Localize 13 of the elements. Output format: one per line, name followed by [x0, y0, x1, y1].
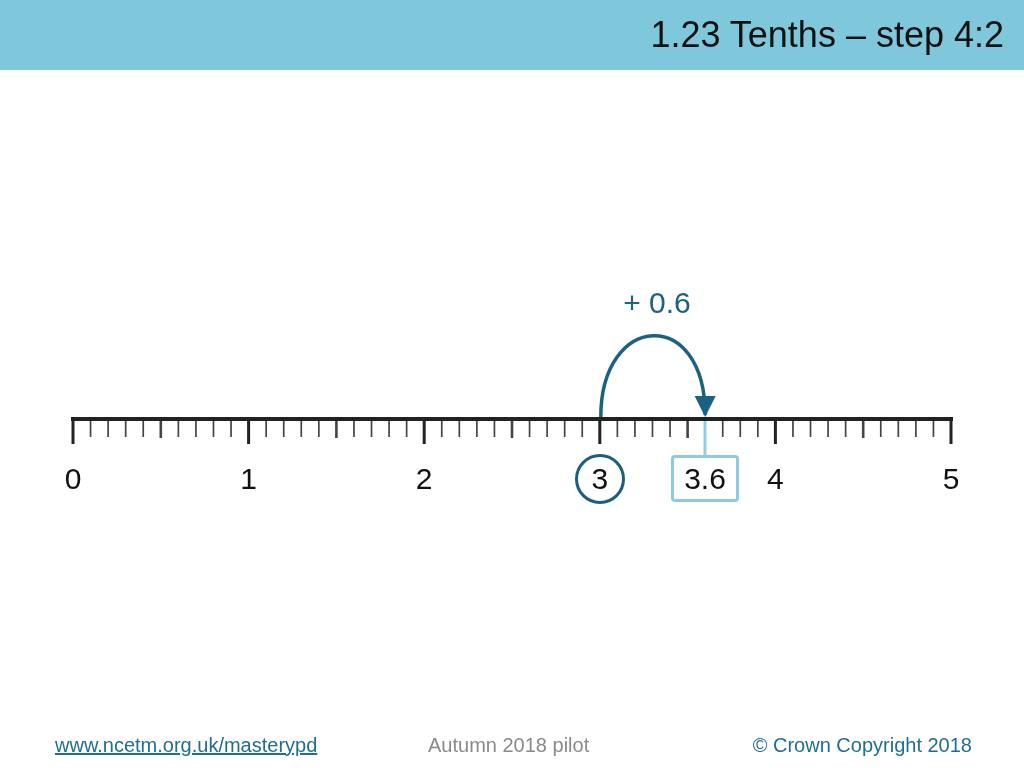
- slide-title: 1.23 Tenths – step 4:2: [650, 14, 1004, 56]
- tick-label: 5: [942, 464, 960, 494]
- leader-line: [703, 421, 707, 455]
- tick-label: 0: [64, 464, 82, 494]
- copyright-notice: © Crown Copyright 2018: [752, 735, 972, 755]
- tick-label: 2: [415, 464, 433, 494]
- jump-arrow: [599, 334, 715, 418]
- tick-label: 4: [767, 464, 784, 494]
- circled-number: 3: [574, 454, 625, 504]
- tick-label: 1: [240, 464, 257, 494]
- footer-link: www.ncetm.org.uk/masterypd: [55, 735, 318, 755]
- boxed-number: 3.6: [671, 455, 739, 502]
- footer-note: Autumn 2018 pilot: [428, 735, 590, 755]
